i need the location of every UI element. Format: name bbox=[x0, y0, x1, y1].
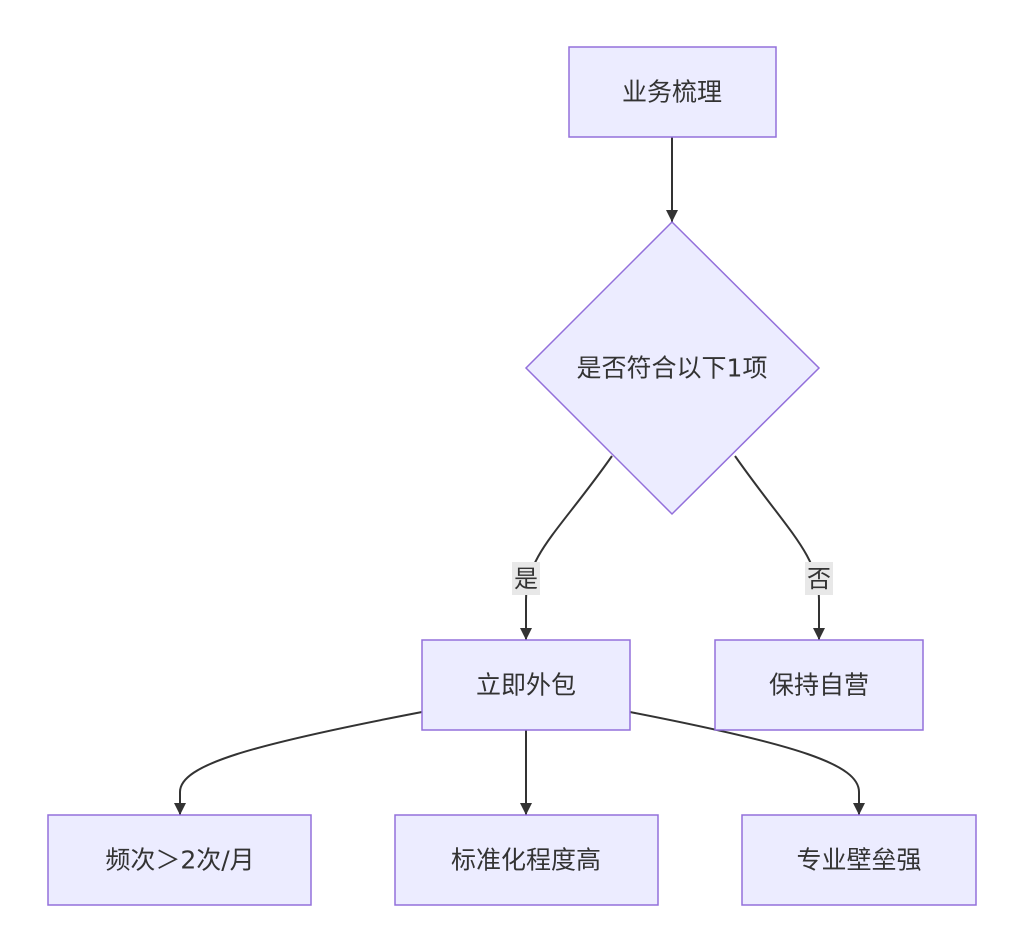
node-label: 业务梳理 bbox=[622, 78, 722, 107]
edge-label-text: 否 bbox=[807, 565, 831, 593]
node-box bbox=[394, 814, 659, 906]
node-label: 立即外包 bbox=[476, 671, 576, 700]
edge-label-background bbox=[512, 562, 540, 595]
edges bbox=[174, 137, 865, 815]
edge-decision-to-self-run bbox=[734, 455, 825, 640]
edge-label-background bbox=[805, 562, 833, 595]
node-label: 专业壁垒强 bbox=[796, 846, 921, 875]
edge-label-yes: 是 bbox=[512, 562, 540, 595]
node-start: 业务梳理 bbox=[568, 46, 777, 138]
node-decision: 是否符合以下1项 bbox=[524, 220, 821, 516]
node-box bbox=[714, 639, 924, 731]
edge-label-no: 否 bbox=[805, 562, 833, 595]
node-label: 频次＞2次/月 bbox=[105, 846, 254, 875]
node-box bbox=[47, 814, 312, 906]
node-label: 标准化程度高 bbox=[451, 846, 601, 875]
node-barrier: 专业壁垒强 bbox=[741, 814, 977, 906]
node-standardization: 标准化程度高 bbox=[394, 814, 659, 906]
edge-label-text: 是 bbox=[514, 565, 538, 593]
node-frequency: 频次＞2次/月 bbox=[47, 814, 312, 906]
node-label: 保持自营 bbox=[769, 671, 869, 700]
node-label: 是否符合以下1项 bbox=[577, 354, 768, 383]
node-box bbox=[741, 814, 977, 906]
decision-diamond bbox=[524, 220, 821, 516]
node-outsource: 立即外包 bbox=[421, 639, 631, 731]
edge-outsource-to-frequency bbox=[174, 711, 423, 815]
node-self-run: 保持自营 bbox=[714, 639, 924, 731]
node-box bbox=[421, 639, 631, 731]
edge-outsource-to-barrier bbox=[629, 711, 865, 815]
edge-decision-to-outsource bbox=[520, 455, 613, 640]
node-box bbox=[568, 46, 777, 138]
